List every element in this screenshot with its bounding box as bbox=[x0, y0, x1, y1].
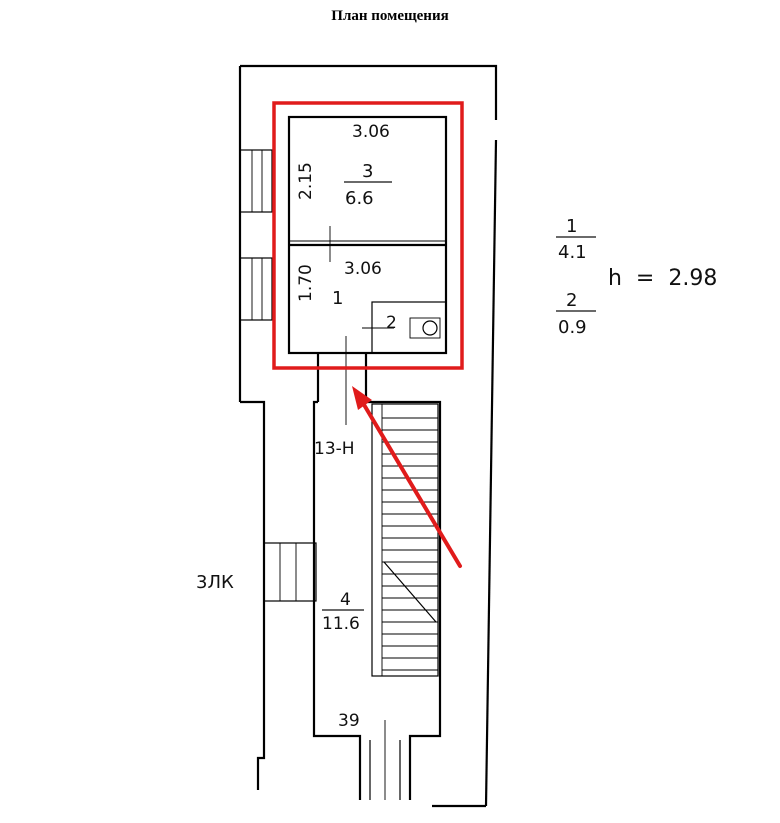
page-title: План помещения bbox=[331, 8, 449, 24]
room3-number: 3 bbox=[362, 161, 373, 182]
building-walls bbox=[238, 64, 498, 808]
highlight-frame bbox=[272, 101, 464, 370]
room4-number: 4 bbox=[340, 590, 351, 610]
premises-label: 13-Н bbox=[314, 439, 355, 459]
room4-area: 11.6 bbox=[322, 614, 360, 634]
room3-width: 3.06 bbox=[352, 122, 390, 142]
room1-length: 1.70 bbox=[296, 264, 316, 302]
windows-left bbox=[239, 149, 317, 602]
pointer-arrow bbox=[352, 386, 462, 568]
room1-width: 3.06 bbox=[344, 259, 382, 279]
entrance-label: 3ЛК bbox=[196, 572, 234, 593]
corridor bbox=[312, 336, 442, 800]
number-39: 39 bbox=[338, 711, 360, 731]
staircase bbox=[371, 403, 439, 677]
legend-item2-area: 0.9 bbox=[558, 317, 587, 338]
legend-height: h = 2.98 bbox=[608, 266, 717, 291]
room3-length: 2.15 bbox=[296, 162, 316, 200]
legend-item1-area: 4.1 bbox=[558, 242, 587, 263]
legend: 1 4.1 h = 2.98 2 0.9 bbox=[556, 216, 717, 338]
legend-item1-number: 1 bbox=[566, 216, 577, 237]
room3-area: 6.6 bbox=[345, 188, 374, 209]
entrance-door bbox=[369, 720, 401, 800]
room1-number: 1 bbox=[332, 288, 343, 309]
rooms-walls bbox=[287, 115, 448, 355]
legend-item2-number: 2 bbox=[566, 290, 577, 311]
room2-number: 2 bbox=[386, 313, 397, 333]
